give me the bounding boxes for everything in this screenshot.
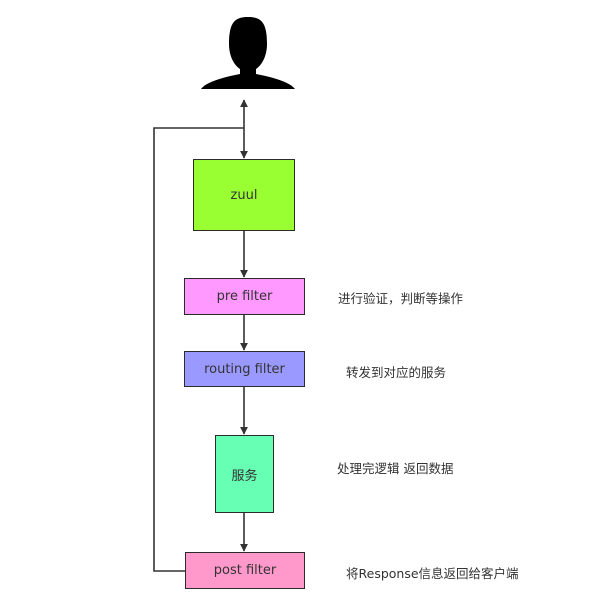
routing-filter-label: routing filter xyxy=(204,361,285,377)
post-filter-label: post filter xyxy=(213,563,277,578)
post-filter-note: 将Response信息返回给客户端 xyxy=(346,566,519,581)
service-label: 服务 xyxy=(231,468,258,484)
service-node: 服务 xyxy=(215,435,274,513)
zuul-node: zuul xyxy=(193,159,295,231)
routing-filter-node: routing filter xyxy=(184,351,305,387)
pre-filter-node: pre filter xyxy=(184,278,305,315)
zuul-label: zuul xyxy=(230,187,258,203)
post-filter-node: post filter xyxy=(185,552,305,589)
pre-filter-label: pre filter xyxy=(216,289,273,304)
user-icon xyxy=(201,17,295,89)
pre-filter-note: 进行验证，判断等操作 xyxy=(338,291,464,306)
service-note: 处理完逻辑 返回数据 xyxy=(337,461,454,476)
routing-filter-note: 转发到对应的服务 xyxy=(346,365,447,380)
return-line-post-filter-to-user xyxy=(153,127,244,572)
